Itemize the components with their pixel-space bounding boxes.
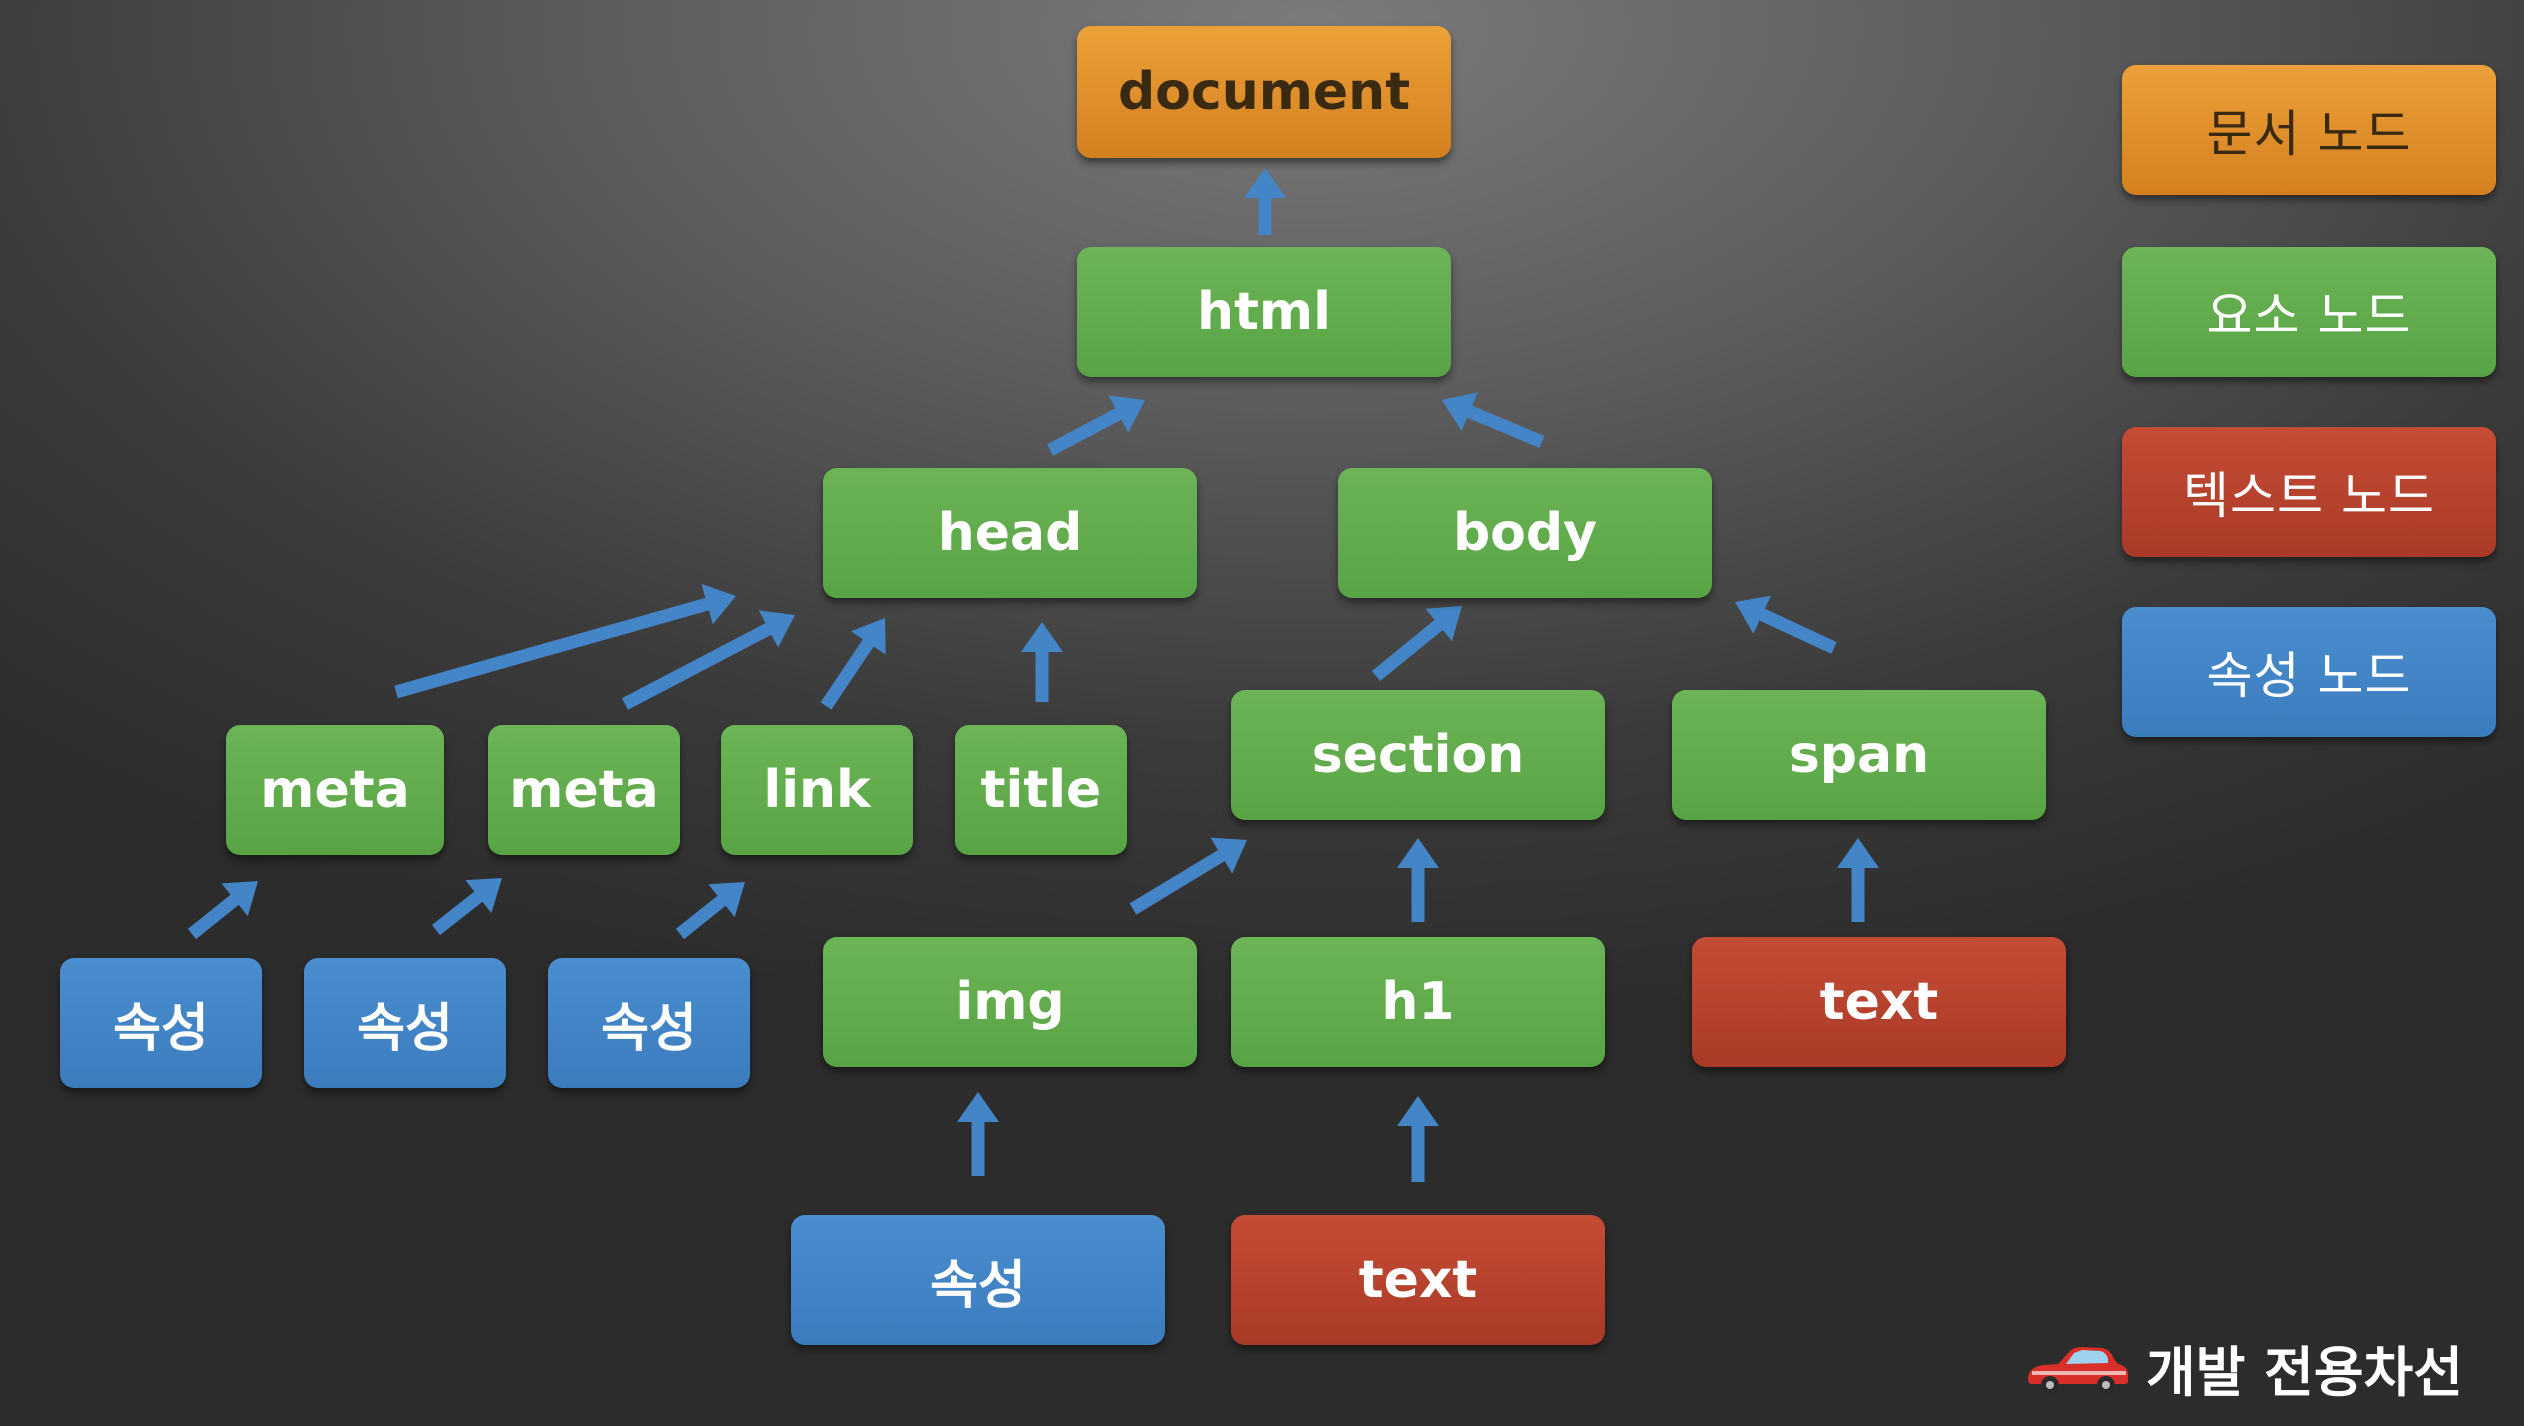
h1-text-node: text	[1231, 1215, 1605, 1345]
arrow-meta2-to-head	[622, 610, 795, 710]
link-node: link	[721, 725, 913, 855]
section-node: section	[1231, 690, 1605, 820]
attribute-node-2: 속성	[304, 958, 506, 1088]
img-attribute-node: 속성	[791, 1215, 1165, 1345]
legend-document-node: 문서 노드	[2122, 65, 2496, 195]
meta-node-2: meta	[488, 725, 680, 855]
arrow-meta1-to-head	[394, 583, 736, 699]
meta-node-1: meta	[226, 725, 444, 855]
arrow-attr3-to-link	[675, 882, 745, 940]
attribute-node-1: 속성	[60, 958, 262, 1088]
arrow-link-to-head	[820, 618, 886, 710]
arrow-span-to-body	[1735, 595, 1837, 654]
title-node: title	[955, 725, 1127, 855]
legend-element-node: 요소 노드	[2122, 247, 2496, 377]
brand-label: 개발 전용차선	[2146, 1340, 2463, 1404]
arrow-img-to-section	[1129, 837, 1247, 915]
span-node: span	[1672, 690, 2046, 820]
body-node: body	[1338, 468, 1712, 598]
span-text-node: text	[1692, 937, 2066, 1067]
head-node: head	[823, 468, 1197, 598]
img-node: img	[823, 937, 1197, 1067]
arrow-html-to-document	[1244, 168, 1286, 235]
arrow-h1-to-section	[1397, 838, 1439, 922]
arrow-head-to-html	[1047, 395, 1145, 456]
legend-attribute-node: 속성 노드	[2122, 607, 2496, 737]
arrow-title-to-head	[1021, 622, 1063, 702]
attribute-node-3: 속성	[548, 958, 750, 1088]
arrow-imgattr-to-img	[957, 1092, 999, 1176]
document-node: document	[1077, 26, 1451, 158]
arrow-text-to-h1	[1397, 1096, 1439, 1182]
red-car-icon	[2028, 1347, 2128, 1394]
arrow-attr1-to-meta1	[187, 881, 258, 940]
arrow-section-to-body	[1371, 606, 1462, 681]
arrow-body-to-html	[1442, 392, 1545, 448]
html-node: html	[1077, 247, 1451, 377]
arrow-attr2-to-meta2	[432, 878, 502, 936]
h1-node: h1	[1231, 937, 1605, 1067]
brand-logo: 개발 전용차선	[2022, 1330, 2463, 1404]
legend-text-node: 텍스트 노드	[2122, 427, 2496, 557]
arrow-text-to-span	[1837, 838, 1879, 922]
